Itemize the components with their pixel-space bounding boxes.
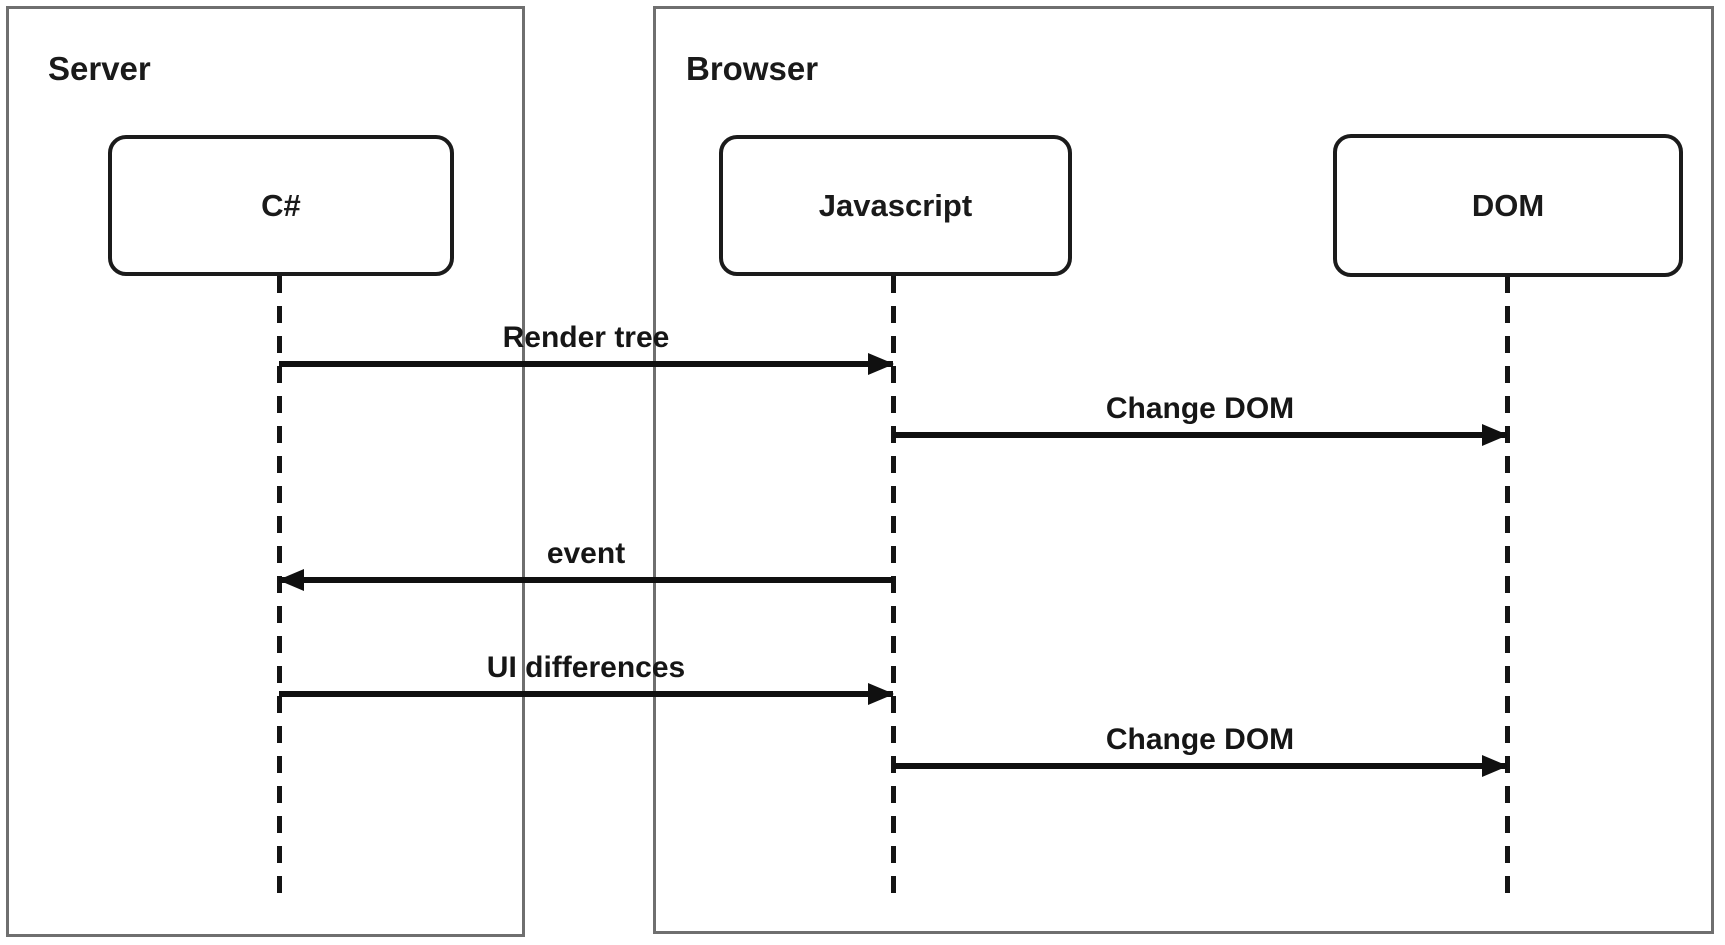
lifeline-dom (1505, 276, 1510, 906)
lifeline-csharp (277, 276, 282, 906)
participant-box-csharp: C# (108, 135, 454, 276)
server-frame (6, 6, 525, 937)
participant-label-javascript: Javascript (818, 187, 973, 223)
arrowhead-right-icon (1482, 755, 1508, 777)
message-line (893, 763, 1507, 769)
participant-label-dom: DOM (1471, 187, 1545, 223)
message-line (893, 432, 1507, 438)
message-label-change-dom-1: Change DOM (1105, 392, 1295, 425)
participant-label-csharp: C# (261, 187, 301, 223)
message-label-change-dom-2: Change DOM (1105, 723, 1295, 756)
arrowhead-right-icon (1482, 424, 1508, 446)
message-line (279, 361, 893, 367)
message-line (279, 577, 893, 583)
message-label-event: event (546, 537, 626, 570)
message-line (279, 691, 893, 697)
message-label-render-tree: Render tree (502, 321, 670, 354)
participant-box-dom: DOM (1333, 134, 1683, 277)
message-label-ui-differences: UI differences (486, 651, 686, 684)
arrowhead-right-icon (868, 683, 894, 705)
browser-frame (653, 6, 1714, 934)
browser-frame-title: Browser (686, 50, 819, 87)
lifeline-javascript (891, 276, 896, 906)
participant-box-javascript: Javascript (719, 135, 1072, 276)
arrowhead-right-icon (868, 353, 894, 375)
server-frame-title: Server (48, 50, 151, 87)
arrowhead-left-icon (278, 569, 304, 591)
